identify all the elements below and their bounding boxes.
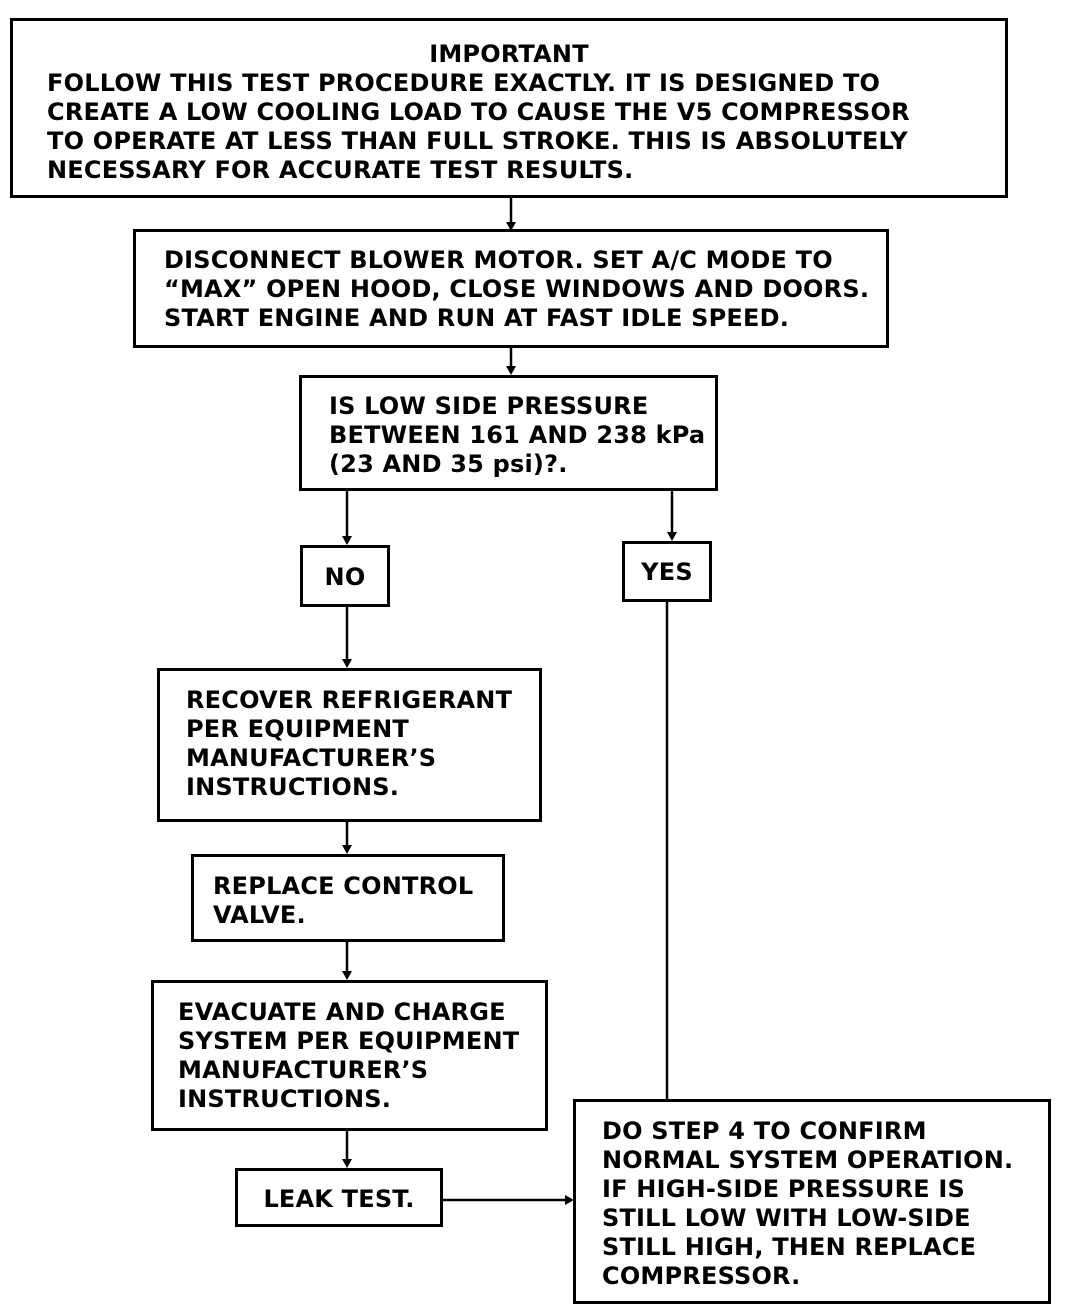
replace-valve-line: VALVE. (213, 901, 306, 929)
setup-line: DISCONNECT BLOWER MOTOR. SET A/C MODE TO (164, 246, 833, 274)
setup-line: “MAX” OPEN HOOD, CLOSE WINDOWS AND DOORS… (164, 275, 870, 303)
confirm-operation-box: DO STEP 4 TO CONFIRM NORMAL SYSTEM OPERA… (573, 1099, 1051, 1304)
arrowhead-evacuate (342, 971, 352, 980)
step4-line: NORMAL SYSTEM OPERATION. (602, 1146, 1014, 1174)
question-line: (23 AND 35 psi)?. (329, 450, 568, 478)
recover-refrigerant-box: RECOVER REFRIGERANT PER EQUIPMENT MANUFA… (157, 668, 542, 822)
arrowhead-setup (506, 222, 516, 231)
arrowhead-recover (342, 659, 352, 668)
yes-label: YES (641, 558, 693, 586)
replace-valve-box: REPLACE CONTROL VALVE. (191, 854, 505, 942)
important-line: CREATE A LOW COOLING LOAD TO CAUSE THE V… (47, 98, 910, 126)
setup-line: START ENGINE AND RUN AT FAST IDLE SPEED. (164, 304, 790, 332)
important-notice-box: IMPORTANT FOLLOW THIS TEST PROCEDURE EXA… (10, 18, 1008, 198)
recover-line: PER EQUIPMENT (186, 715, 409, 743)
important-title: IMPORTANT (429, 40, 589, 68)
leak-test-box: LEAK TEST. (235, 1168, 443, 1227)
recover-line: RECOVER REFRIGERANT (186, 686, 513, 714)
recover-line: INSTRUCTIONS. (186, 773, 400, 801)
leak-test-label: LEAK TEST. (263, 1185, 415, 1213)
question-line: IS LOW SIDE PRESSURE (329, 392, 649, 420)
step4-line: STILL LOW WITH LOW-SIDE (602, 1204, 971, 1232)
arrowhead-no (342, 536, 352, 545)
evacuate-line: MANUFACTURER’S (178, 1056, 429, 1084)
step4-line: DO STEP 4 TO CONFIRM (602, 1117, 927, 1145)
recover-line: MANUFACTURER’S (186, 744, 437, 772)
evacuate-line: INSTRUCTIONS. (178, 1085, 392, 1113)
setup-step-box: DISCONNECT BLOWER MOTOR. SET A/C MODE TO… (133, 229, 889, 348)
arrowhead-step4 (565, 1195, 574, 1205)
arrowhead-replace (342, 845, 352, 854)
step4-line: COMPRESSOR. (602, 1262, 801, 1290)
arrowhead-yes (667, 532, 677, 541)
important-line: NECESSARY FOR ACCURATE TEST RESULTS. (47, 156, 634, 184)
important-line: TO OPERATE AT LESS THAN FULL STROKE. THI… (47, 127, 908, 155)
question-line: BETWEEN 161 AND 238 kPa (329, 421, 706, 449)
arrowhead-question (506, 366, 516, 375)
evacuate-line: EVACUATE AND CHARGE (178, 998, 506, 1026)
evacuate-line: SYSTEM PER EQUIPMENT (178, 1027, 520, 1055)
yes-branch-box: YES (622, 541, 712, 602)
evacuate-charge-box: EVACUATE AND CHARGE SYSTEM PER EQUIPMENT… (151, 980, 548, 1131)
arrowhead-leak (342, 1159, 352, 1168)
pressure-question-box: IS LOW SIDE PRESSURE BETWEEN 161 AND 238… (299, 375, 718, 491)
no-label: NO (324, 563, 366, 591)
step4-line: IF HIGH-SIDE PRESSURE IS (602, 1175, 966, 1203)
important-line: FOLLOW THIS TEST PROCEDURE EXACTLY. IT I… (47, 69, 881, 97)
step4-line: STILL HIGH, THEN REPLACE (602, 1233, 977, 1261)
replace-valve-line: REPLACE CONTROL (213, 872, 474, 900)
no-branch-box: NO (300, 545, 390, 607)
